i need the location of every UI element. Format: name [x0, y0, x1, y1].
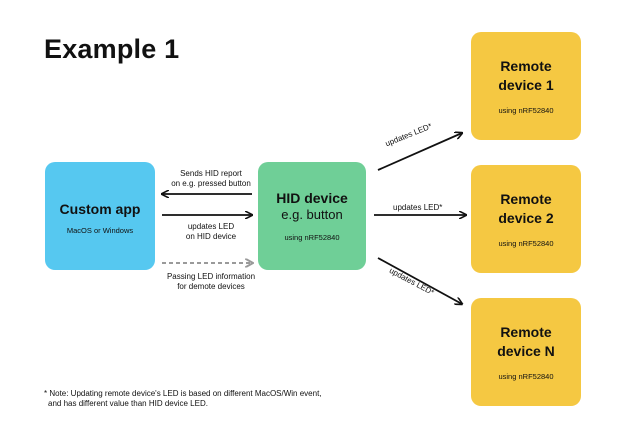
node-remote-device-n: Remote device N using nRF52840 [471, 298, 581, 406]
edge-label-sends-report: Sends HID report on e.g. pressed button [162, 169, 260, 189]
remote2-title-line1: Remote [500, 191, 552, 208]
remote1-title-line2: device 1 [498, 76, 554, 93]
remote1-subtitle: using nRF52840 [498, 105, 554, 115]
edge-label-passing-led: Passing LED information for demote devic… [156, 272, 266, 292]
arrow-hid-to-remoteN [377, 257, 462, 304]
remoteN-title-line2: device N [497, 342, 555, 359]
page-title: Example 1 [44, 34, 180, 64]
footnote-line2: and has different value than HID device … [48, 399, 208, 409]
hid-device-subtitle: using nRF52840 [284, 232, 340, 242]
hid-device-title2: e.g. button [281, 207, 343, 223]
node-hid-device: HID device e.g. button using nRF52840 [258, 162, 366, 270]
remote2-subtitle: using nRF52840 [498, 238, 554, 248]
remote1-title-line1: Remote [500, 58, 552, 75]
remote2-title-line2: device 2 [498, 209, 554, 226]
footnote-line1: * Note: Updating remote device's LED is … [44, 389, 322, 398]
edge-label-passing-line2: for demote devices [177, 282, 245, 291]
edge-label-passing-line1: Passing LED information [166, 272, 256, 281]
edge-label-updates-line1: updates LED [187, 222, 235, 231]
edge-label-updates-led: updates LED on HID device [162, 222, 260, 242]
remoteN-title-line1: Remote [500, 324, 552, 341]
custom-app-title: Custom app [59, 200, 141, 217]
edge-label-to-remote2: updates LED* [393, 203, 443, 212]
node-remote-device-2: Remote device 2 using nRF52840 [471, 165, 581, 273]
edge-label-updates-line2: on HID device [185, 232, 237, 241]
arrow-hid-to-remote1 [377, 133, 462, 171]
edge-label-sends-line2: on e.g. pressed button [171, 179, 251, 188]
footnote: * Note: Updating remote device's LED is … [44, 389, 322, 410]
hid-device-title: HID device [276, 190, 348, 207]
edge-label-sends-line1: Sends HID report [180, 169, 242, 178]
node-custom-app: Custom app MacOS or Windows [45, 162, 155, 270]
custom-app-subtitle: MacOS or Windows [66, 226, 134, 236]
remoteN-subtitle: using nRF52840 [498, 371, 554, 381]
node-remote-device-1: Remote device 1 using nRF52840 [471, 32, 581, 140]
